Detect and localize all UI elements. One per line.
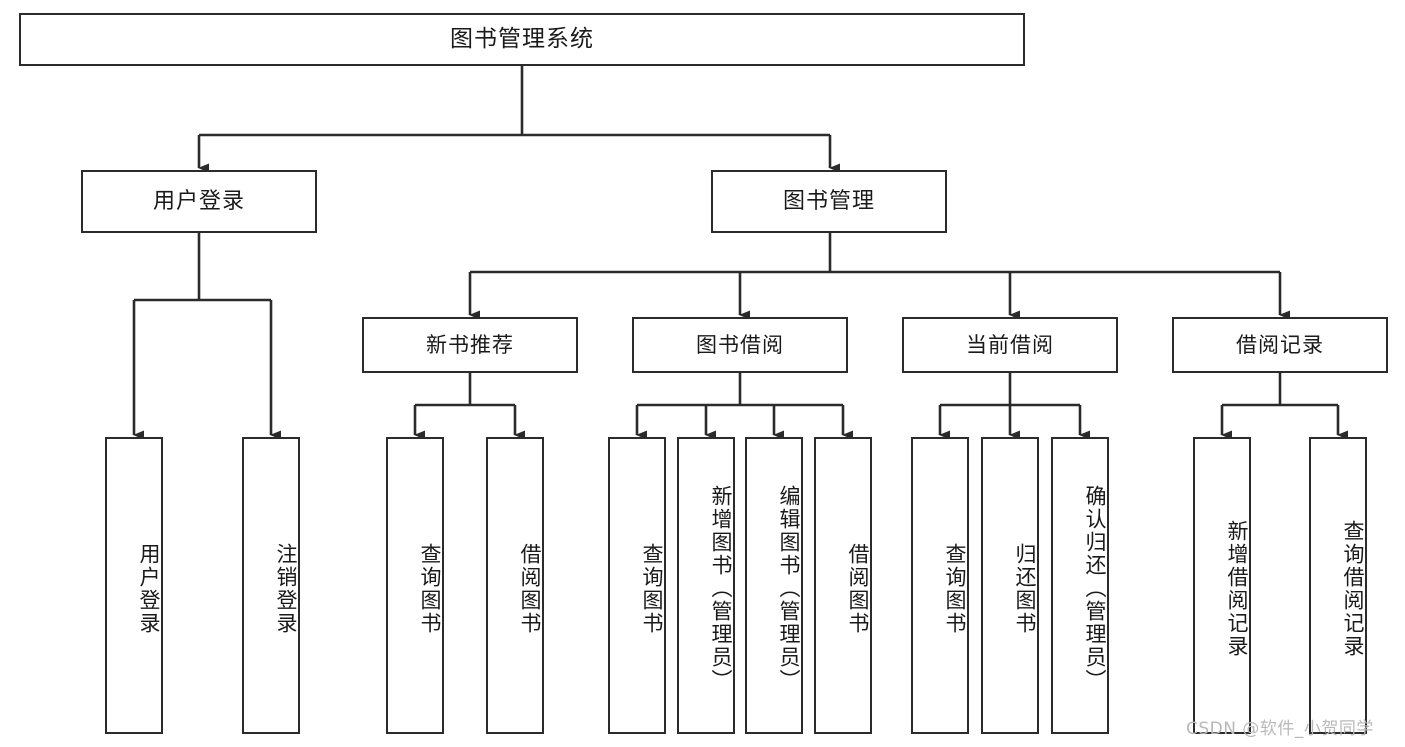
node-leaf-user-login[interactable]: 用户登录 bbox=[105, 437, 163, 734]
node-label: 查询图书 bbox=[640, 542, 664, 635]
node-root-book-management-system[interactable]: 图书管理系统 bbox=[19, 13, 1025, 66]
node-new-book-recommend[interactable]: 新书推荐 bbox=[362, 317, 578, 373]
node-user-login[interactable]: 用户登录 bbox=[81, 170, 317, 233]
node-label: 用户登录 bbox=[152, 188, 245, 214]
node-label: 新增图书（管理员） bbox=[709, 485, 733, 692]
node-label: 新书推荐 bbox=[426, 332, 514, 357]
node-leaf-borrow-book-recommend[interactable]: 借阅图书 bbox=[486, 437, 544, 734]
node-leaf-borrow-book[interactable]: 借阅图书 bbox=[814, 437, 872, 734]
node-label: 归还图书 bbox=[1013, 542, 1037, 635]
node-book-borrow[interactable]: 图书借阅 bbox=[632, 317, 848, 373]
node-current-borrow[interactable]: 当前借阅 bbox=[902, 317, 1118, 373]
node-label: 借阅记录 bbox=[1236, 332, 1324, 357]
node-label: 确认归还（管理员） bbox=[1083, 485, 1107, 692]
node-label: 借阅图书 bbox=[846, 542, 870, 635]
node-leaf-logout-login[interactable]: 注销登录 bbox=[242, 437, 300, 734]
node-leaf-query-borrow-record[interactable]: 查询借阅记录 bbox=[1309, 437, 1367, 734]
node-label: 查询图书 bbox=[418, 542, 442, 635]
node-label: 注销登录 bbox=[274, 542, 298, 635]
node-leaf-edit-book[interactable]: 编辑图书（管理员） bbox=[745, 437, 803, 734]
node-leaf-query-book-recommend[interactable]: 查询图书 bbox=[386, 437, 444, 734]
csdn-watermark: CSDN @软件_小贺同学 bbox=[1186, 719, 1374, 739]
node-label: 新增借阅记录 bbox=[1225, 519, 1249, 658]
node-leaf-confirm-return[interactable]: 确认归还（管理员） bbox=[1051, 437, 1109, 734]
node-borrow-record[interactable]: 借阅记录 bbox=[1172, 317, 1388, 373]
node-label: 图书管理 bbox=[782, 188, 875, 214]
node-book-manage[interactable]: 图书管理 bbox=[711, 170, 947, 233]
node-label: 图书管理系统 bbox=[450, 25, 594, 52]
node-label: 当前借阅 bbox=[966, 332, 1054, 357]
node-label: 图书借阅 bbox=[696, 332, 784, 357]
node-label: 查询图书 bbox=[943, 542, 967, 635]
node-label: 借阅图书 bbox=[518, 542, 542, 635]
node-label: 查询借阅记录 bbox=[1341, 519, 1365, 658]
node-leaf-return-book[interactable]: 归还图书 bbox=[981, 437, 1039, 734]
node-leaf-add-borrow-record[interactable]: 新增借阅记录 bbox=[1193, 437, 1251, 734]
node-label: 编辑图书（管理员） bbox=[777, 485, 801, 692]
node-leaf-add-book[interactable]: 新增图书（管理员） bbox=[677, 437, 735, 734]
node-leaf-query-book-current[interactable]: 查询图书 bbox=[911, 437, 969, 734]
node-label: 用户登录 bbox=[137, 542, 161, 635]
node-leaf-query-book-borrow[interactable]: 查询图书 bbox=[608, 437, 666, 734]
